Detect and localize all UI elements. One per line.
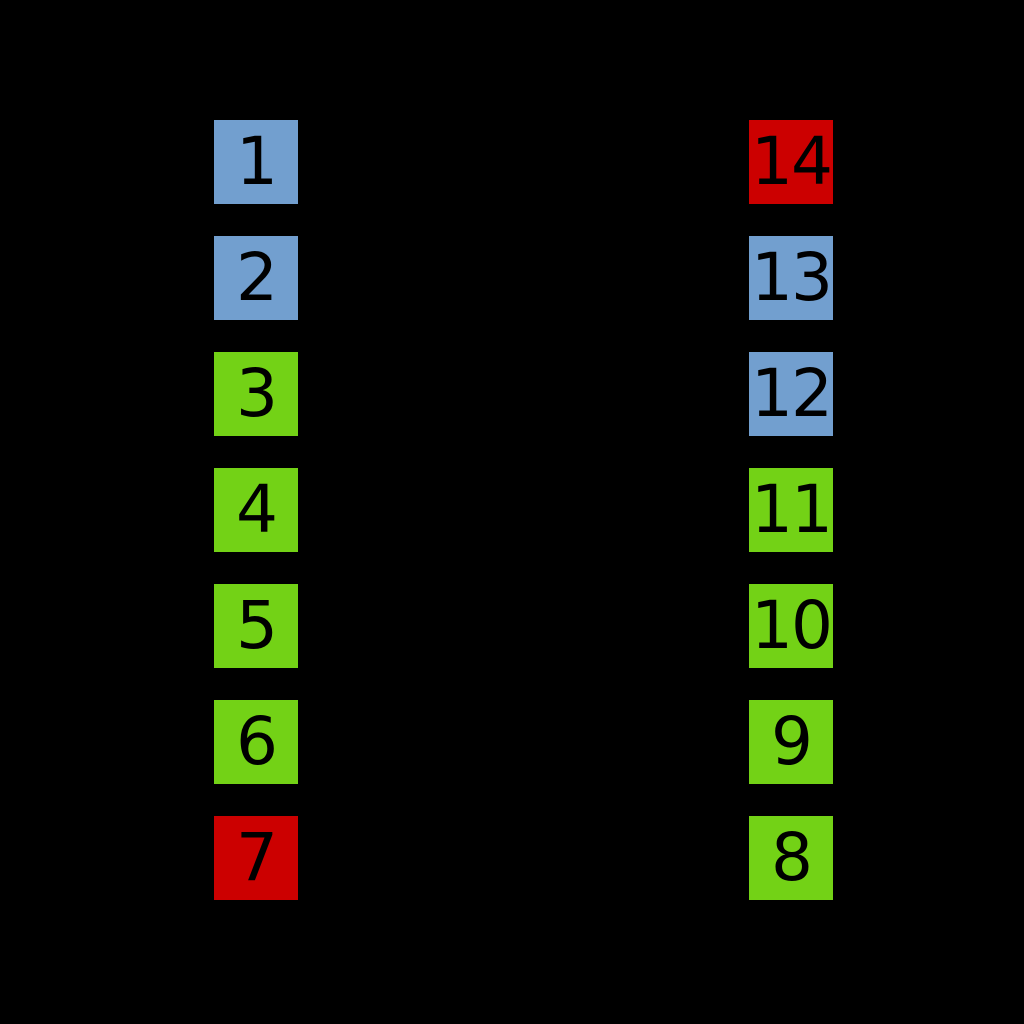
pin-4-square: 4 bbox=[214, 468, 298, 552]
pin-5-square: 5 bbox=[214, 584, 298, 668]
pin-6-square: 6 bbox=[214, 700, 298, 784]
pin-column-right: 14 13 12 11 10 9 8 bbox=[749, 120, 833, 900]
pin-8-square: 8 bbox=[749, 816, 833, 900]
pin-12-square: 12 bbox=[749, 352, 833, 436]
pin-3-square: 3 bbox=[214, 352, 298, 436]
pin-1-square: 1 bbox=[214, 120, 298, 204]
pin-13-square: 13 bbox=[749, 236, 833, 320]
pin-9-square: 9 bbox=[749, 700, 833, 784]
pin-11-square: 11 bbox=[749, 468, 833, 552]
pin-10-square: 10 bbox=[749, 584, 833, 668]
pin-7-square: 7 bbox=[214, 816, 298, 900]
pin-14-square: 14 bbox=[749, 120, 833, 204]
pin-2-square: 2 bbox=[214, 236, 298, 320]
pin-column-left: 1 2 3 4 5 6 7 bbox=[214, 120, 298, 900]
